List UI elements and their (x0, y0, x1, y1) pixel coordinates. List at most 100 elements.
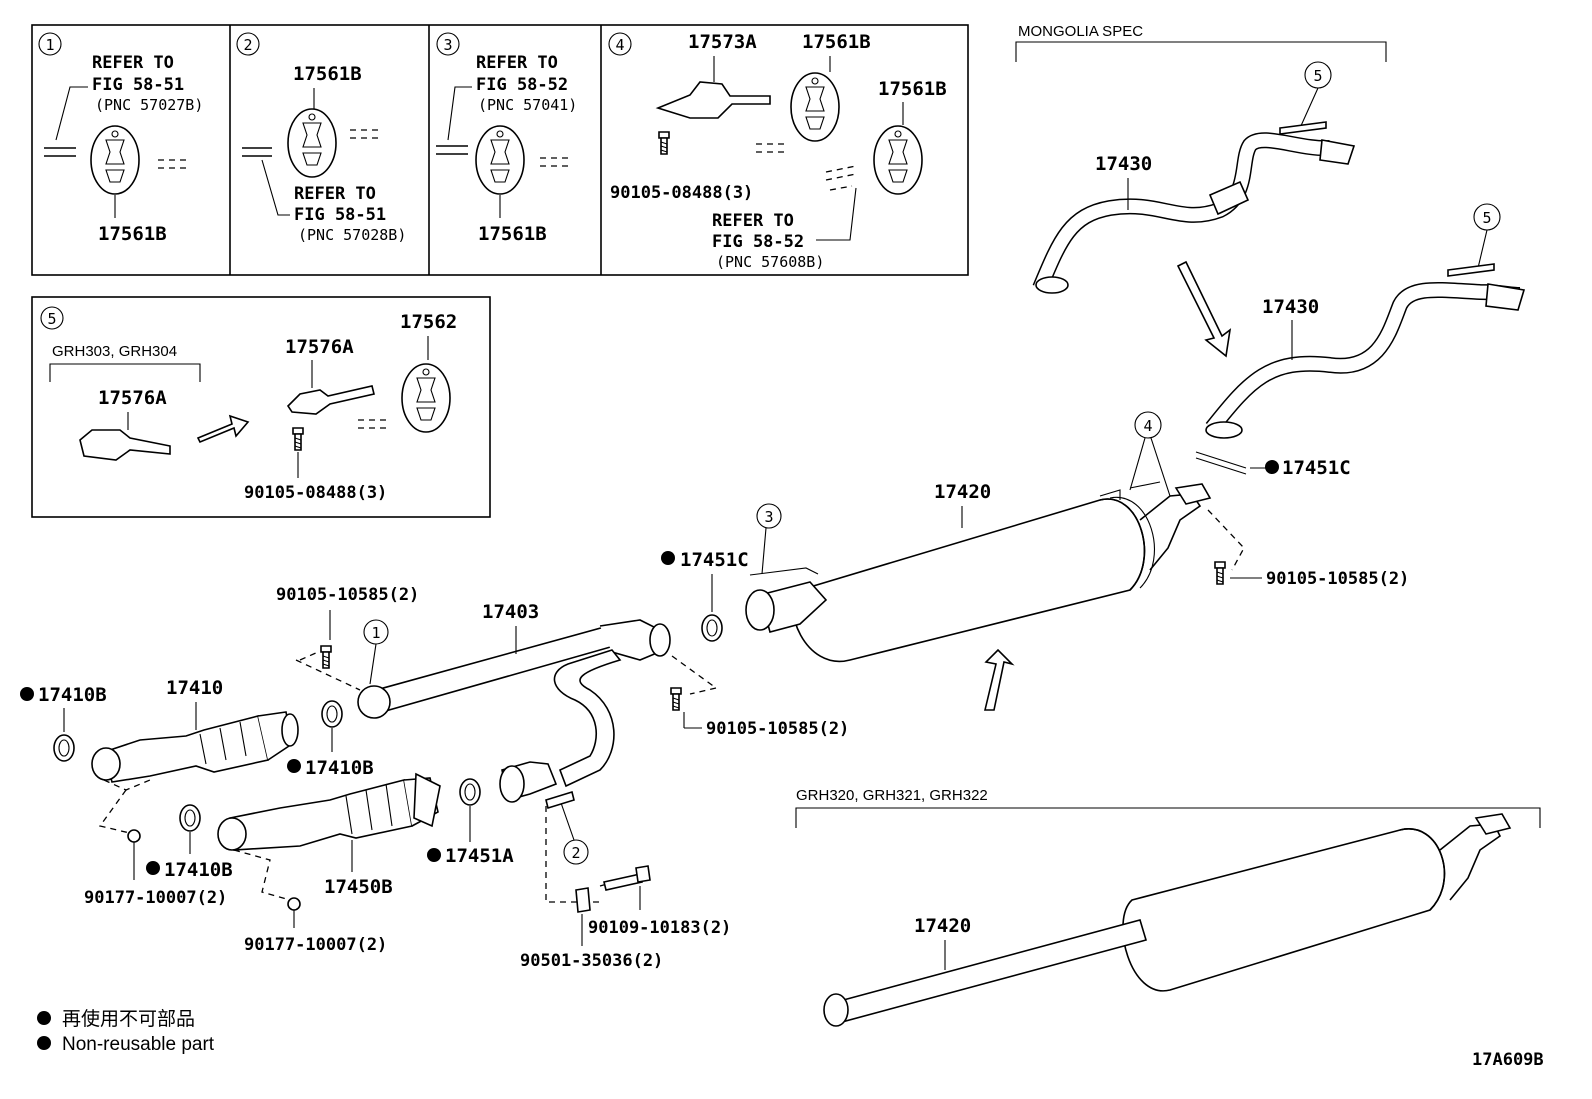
legend-text-en: Non-reusable part (62, 1034, 215, 1055)
muffler-17420-main: 17420 4 3 17451C 90105-10585(2) (661, 411, 1409, 711)
inset-panel-row (31, 24, 969, 276)
grh320-spec-label: GRH320, GRH321, GRH322 (796, 787, 988, 804)
label-17403: 17403 (482, 601, 539, 623)
label-17451a: 17451A (445, 845, 514, 867)
label-17410: 17410 (166, 677, 223, 699)
label-17451c-main: 17451C (680, 549, 749, 571)
label-17420-grh: 17420 (914, 915, 971, 937)
legend-text-jp: 再使用不可部品 (62, 1008, 195, 1030)
label-nut-10007-a: 90177-10007(2) (84, 888, 227, 908)
hanger-17562 (401, 363, 451, 433)
mongolia-arrow (1176, 260, 1232, 358)
inset-4-part-a: 17561B (802, 31, 871, 53)
inset-2-number: 2 (243, 36, 252, 54)
bolt-90105-08488-a (658, 131, 670, 155)
nut-90177-10007-a (127, 829, 141, 843)
tailpipe-17430-lower (1206, 283, 1521, 433)
callout-5-upper: 5 (1313, 67, 1322, 85)
inset-1-refer-1: REFER TO (92, 53, 174, 73)
grh-inlet-pipe (834, 919, 1148, 1023)
gasket-17451a (459, 778, 481, 806)
replacement-arrow (196, 414, 250, 444)
label-bolt-10183: 90109-10183(2) (588, 918, 731, 938)
label-17410b-a: 17410B (38, 684, 107, 706)
bolt-90109-10183 (603, 873, 643, 891)
inset-3: 3 REFER TO FIG 58-52 (PNC 57041) 17561B (436, 32, 577, 245)
grh320-group: GRH320, GRH321, GRH322 17420 (795, 787, 1541, 1027)
bracket-17576a-new (286, 385, 375, 415)
label-bolt-10585-b: 90105-10585(2) (706, 719, 849, 739)
label-stud-35036: 90501-35036(2) (520, 951, 663, 971)
inset-1-number: 1 (45, 36, 54, 54)
hanger-17561b-1 (90, 125, 140, 195)
label-bolt-10585-a: 90105-10585(2) (276, 585, 419, 605)
bolt-90105-10585-b (670, 687, 682, 711)
bolt-90105-10585-c (1214, 561, 1226, 585)
inset-4-bolt-label: 90105-08488(3) (610, 183, 753, 203)
inset-4: 4 17573A 90105-08488(3) 17561B 17561B RE… (608, 31, 947, 271)
gasket-17451c-tail (1195, 451, 1247, 475)
inset-4-bracket-label: 17573A (688, 31, 757, 53)
inset-4-part-b: 17561B (878, 78, 947, 100)
legend: 再使用不可部品 Non-reusable part (37, 1008, 215, 1055)
nut-90177-10007-b (287, 897, 301, 911)
inset-5-number: 5 (47, 310, 56, 328)
inset-1: 1 REFER TO FIG 58-51 (PNC 57027B) 17561B (38, 32, 203, 245)
gasket-17410b-b (321, 700, 343, 728)
label-nut-10007-b: 90177-10007(2) (244, 935, 387, 955)
inset-5-new-label: 17576A (285, 336, 354, 358)
label-17430-upper: 17430 (1095, 153, 1152, 175)
inset-2-refer-2: FIG 58-51 (294, 205, 386, 225)
bolt-90105-10585-a (320, 645, 332, 669)
callout-4: 4 (1143, 417, 1152, 435)
label-17420-main: 17420 (934, 481, 991, 503)
grh-arrow (983, 648, 1015, 711)
muffler-17420-grh (1122, 828, 1446, 992)
callout-3: 3 (764, 508, 773, 526)
mongolia-spec-label: MONGOLIA SPEC (1018, 23, 1143, 40)
bolt-90105-08488-b (292, 427, 304, 451)
label-17410b-c: 17410B (164, 859, 233, 881)
inset-4-number: 4 (615, 36, 624, 54)
stud-90501-35036 (575, 887, 591, 913)
inset-2-pnc: (PNC 57028B) (298, 226, 406, 244)
inset-1-refer-2: FIG 58-51 (92, 75, 184, 95)
gasket-17451c-main (701, 614, 723, 642)
gasket-17410b-a (53, 734, 75, 762)
hanger-17561b-4a (790, 72, 840, 142)
legend-bullet-jp (37, 1011, 51, 1025)
inset-1-part: 17561B (98, 223, 167, 245)
label-17451c-tail: 17451C (1282, 457, 1351, 479)
inset-3-refer-2: FIG 58-52 (476, 75, 568, 95)
inset-3-part: 17561B (478, 223, 547, 245)
bracket-17573a (655, 81, 771, 119)
hanger-17561b-2 (287, 108, 337, 178)
hanger-17561b-4b (873, 125, 923, 195)
inset-5: 5 GRH303, GRH304 17576A 17576A 90105-084… (31, 296, 491, 518)
inset-1-circle (38, 32, 62, 56)
callout-2: 2 (571, 844, 580, 862)
gasket-17410b-c (179, 804, 201, 832)
label-17410b-b: 17410B (305, 757, 374, 779)
inset-3-refer-1: REFER TO (476, 53, 558, 73)
callout-1: 1 (371, 624, 380, 642)
inset-2-refer-1: REFER TO (294, 184, 376, 204)
bracket-17576a-old (79, 429, 171, 461)
label-bolt-10585-c: 90105-10585(2) (1266, 569, 1409, 589)
inset-4-refer-2: FIG 58-52 (712, 232, 804, 252)
tailpipe-17430-upper (1033, 133, 1331, 291)
callout-5-lower: 5 (1482, 209, 1491, 227)
mongolia-spec-group: MONGOLIA SPEC 17430 5 17430 5 17451C (1015, 23, 1526, 479)
inset-5-hanger-label: 17562 (400, 311, 457, 333)
label-17450b: 17450B (324, 876, 393, 898)
inset-2: 2 17561B REFER TO FIG 58-51 (PNC 57028B) (236, 32, 406, 244)
inset-5-old-label: 17576A (98, 387, 167, 409)
front-pipe-17403: 17403 1 2 90105-10585(2) 90105-10585(2) … (276, 585, 849, 971)
inset-2-part: 17561B (293, 63, 362, 85)
converter-17410: 17410 17410B 17410B 90177-10007(2) (20, 677, 374, 908)
inset-3-number: 3 (443, 36, 452, 54)
converter-17450b: 17450B 17410B 90177-10007(2) (146, 772, 441, 955)
inset-1-pnc: (PNC 57027B) (95, 96, 203, 114)
diagram-code: 17A609B (1472, 1050, 1544, 1070)
